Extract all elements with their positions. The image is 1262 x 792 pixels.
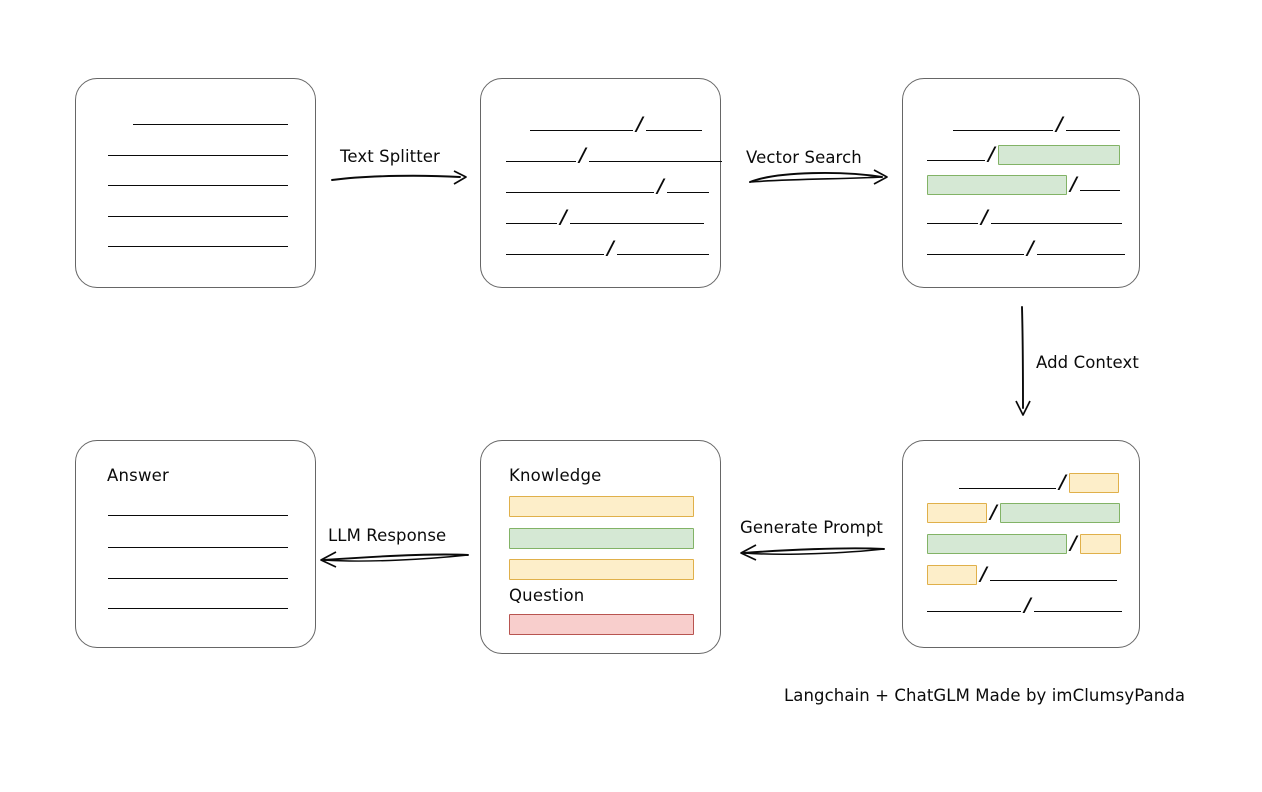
chunk-row: / [927,593,1122,616]
answer-line [108,578,288,579]
chunk-row-highlight: / [927,531,1121,554]
doc-line [108,216,288,217]
slash-separator: / [990,500,997,523]
chunk-row: / [530,112,702,135]
arrow-text-splitter [331,170,467,185]
slash-separator: / [980,562,987,585]
chunk-highlight-green [999,503,1120,523]
answer-title: Answer [107,466,169,485]
slash-separator: / [1070,531,1077,554]
slash-separator: / [579,143,586,166]
box-context-augmented[interactable]: / / / / / [902,440,1140,648]
slash-separator: / [607,236,614,259]
slash-separator: / [981,205,988,228]
slash-separator: / [988,142,995,165]
slash-separator: / [1070,172,1077,195]
chunk-row-highlight: / [927,500,1120,523]
doc-line [133,124,288,125]
slash-separator: / [636,112,643,135]
chunk-highlight-green [997,145,1120,165]
slash-separator: / [1056,112,1063,135]
slash-separator: / [1059,470,1066,493]
chunk-row-highlight: / [927,562,1117,585]
chunk-row: / [953,112,1120,135]
arrow-label-add-context: Add Context [1036,353,1139,372]
arrow-llm-response [320,551,469,568]
chunk-highlight-green [927,175,1067,195]
prompt-knowledge-bar [509,496,694,517]
arrow-label-llm-response: LLM Response [328,526,447,545]
chunk-row: / [506,174,709,197]
chunk-row-highlight: / [927,172,1120,195]
chunk-highlight-yellow [1079,534,1121,554]
answer-line [108,515,288,516]
arrow-label-vector-search: Vector Search [746,148,862,167]
chunk-highlight-green [927,534,1067,554]
doc-line [108,185,288,186]
box-answer[interactable]: Answer [75,440,316,648]
prompt-knowledge-bar [509,528,694,549]
slash-separator: / [1024,593,1031,616]
chunk-highlight-yellow [927,503,987,523]
chunk-row-highlight: / [959,470,1119,493]
slash-separator: / [560,205,567,228]
chunk-row: / [506,236,709,259]
arrow-vector-search [749,169,888,185]
doc-line [108,246,288,247]
chunk-highlight-yellow [927,565,977,585]
footer-credit: Langchain + ChatGLM Made by imClumsyPand… [784,686,1186,705]
prompt-knowledge-title: Knowledge [509,466,602,485]
prompt-question-bar [509,614,694,635]
arrow-generate-prompt [740,544,885,561]
slash-separator: / [657,174,664,197]
answer-line [108,547,288,548]
prompt-question-title: Question [509,586,585,605]
chunk-row: / [506,205,704,228]
chunk-row: / [927,236,1125,259]
box-source-document[interactable] [75,78,316,288]
doc-line [108,155,288,156]
chunk-highlight-yellow [1068,473,1119,493]
prompt-knowledge-bar [509,559,694,580]
box-vector-matches[interactable]: / / / / / [902,78,1140,288]
box-split-chunks[interactable]: / / / / / [480,78,722,288]
arrow-add-context [1015,306,1031,416]
chunk-row-highlight: / [927,142,1120,165]
answer-line [108,608,288,609]
slash-separator: / [1027,236,1034,259]
box-prompt[interactable]: Knowledge Question [480,440,721,654]
arrow-label-generate-prompt: Generate Prompt [740,518,883,537]
chunk-row: / [927,205,1122,228]
arrow-label-text-splitter: Text Splitter [340,147,440,166]
chunk-row: / [506,143,722,166]
